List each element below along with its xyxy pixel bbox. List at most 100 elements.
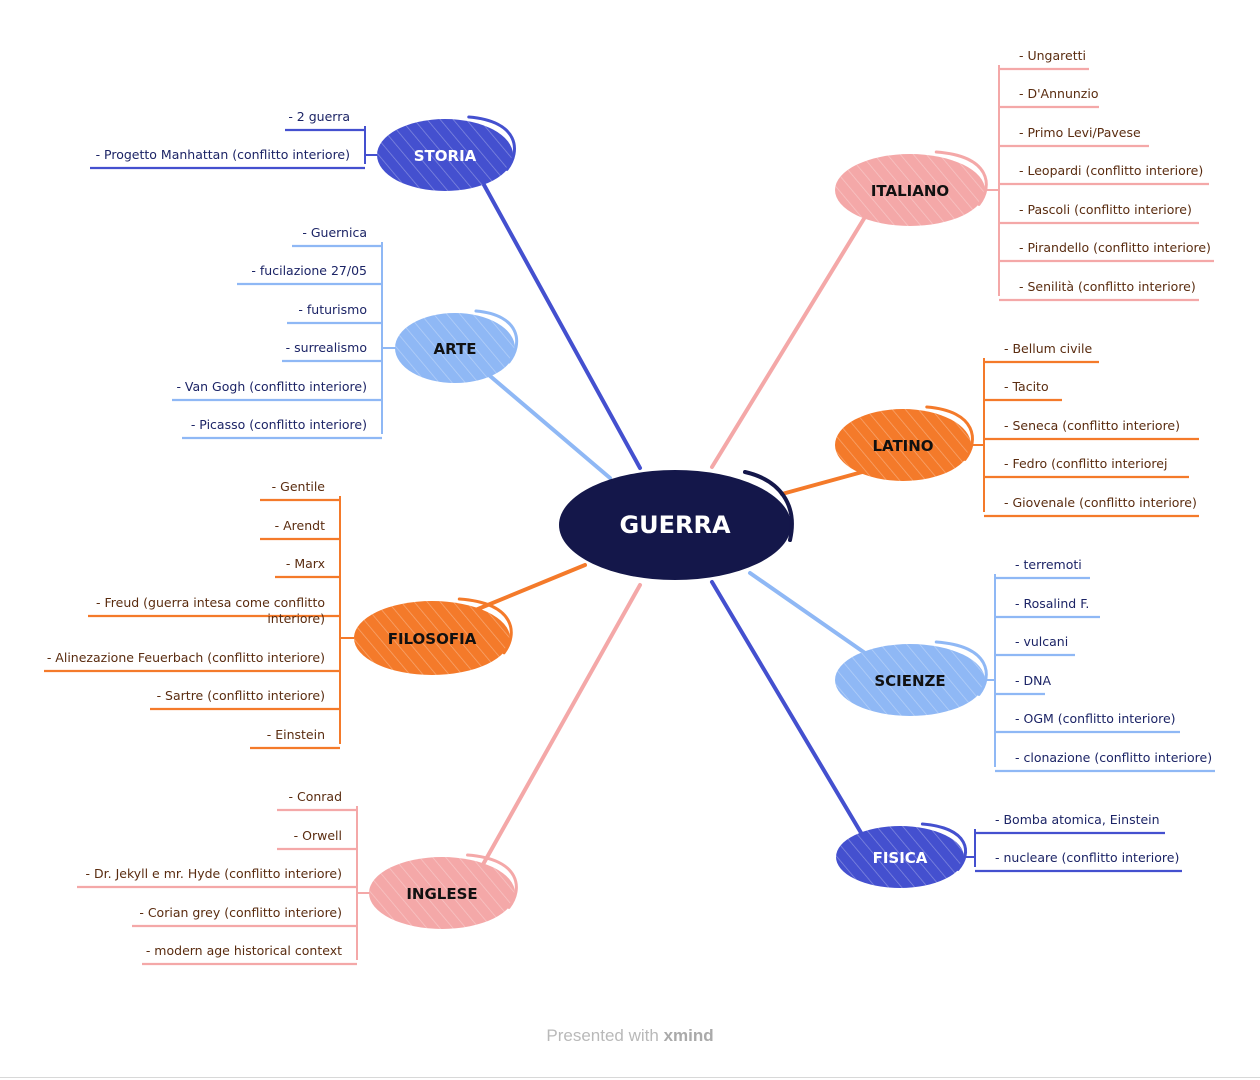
leaf-node[interactable]: - Sartre (conflitto interiore) <box>150 688 340 711</box>
connector-storia <box>480 180 642 470</box>
leaf-label: - Pirandello (conflitto interiore) <box>1019 240 1211 255</box>
topic-fisica[interactable]: FISICA <box>836 822 967 888</box>
leaf-label: - vulcani <box>1015 634 1068 649</box>
topic-label: STORIA <box>414 147 477 165</box>
topic-sketch-stroke <box>467 115 516 171</box>
center-topic-shape <box>559 470 791 580</box>
leaf-node[interactable]: - Alinezazione Feuerbach (conflitto inte… <box>44 650 340 673</box>
leaf-label: - Seneca (conflitto interiore) <box>1004 418 1180 433</box>
leaf-node[interactable]: - Primo Levi/Pavese <box>999 125 1149 148</box>
leaf-label: - nucleare (conflitto interiore) <box>995 850 1179 865</box>
leaf-node[interactable]: - Orwell <box>277 828 357 851</box>
leaf-node[interactable]: - Bomba atomica, Einstein <box>975 812 1165 835</box>
leaf-label: - Senilità (conflitto interiore) <box>1019 279 1196 294</box>
leaf-node[interactable]: - Leopardi (conflitto interiore) <box>999 163 1209 186</box>
leaf-node[interactable]: - modern age historical context <box>142 943 357 966</box>
topic-hatching <box>395 313 515 383</box>
leaf-label: - Sartre (conflitto interiore) <box>157 688 325 703</box>
leaf-node[interactable]: - Tacito <box>984 379 1062 402</box>
leaf-label: - Dr. Jekyll e mr. Hyde (conflitto inter… <box>86 866 342 881</box>
leaf-node[interactable]: - Gentile <box>260 479 340 502</box>
leaf-node[interactable]: - 2 guerra <box>285 109 365 132</box>
topic-sketch-stroke <box>934 150 988 206</box>
leaf-node[interactable]: - OGM (conflitto interiore) <box>995 711 1180 734</box>
leaf-label: - Corian grey (conflitto interiore) <box>139 905 342 920</box>
topic-sketch-stroke <box>920 822 967 871</box>
leaf-node[interactable]: - Seneca (conflitto interiore) <box>984 418 1199 441</box>
center-topic-sketch-stroke <box>743 470 794 542</box>
leaf-node[interactable]: - Ungaretti <box>999 48 1089 71</box>
topic-label: INGLESE <box>406 885 477 903</box>
leaf-node[interactable]: - DNA <box>995 673 1051 696</box>
leaf-label: - Bomba atomica, Einstein <box>995 812 1160 827</box>
leaf-node[interactable]: - fucilazione 27/05 <box>237 263 382 286</box>
leaf-node[interactable]: - Giovenale (conflitto interiore) <box>984 495 1199 518</box>
leaf-node[interactable]: - Progetto Manhattan (conflitto interior… <box>90 147 365 170</box>
topic-hatching <box>354 601 510 675</box>
topic-hatching <box>369 857 515 929</box>
leaves-inglese: - Conrad - Orwell - Dr. Jekyll e mr. Hyde … <box>77 789 369 966</box>
center-topic[interactable]: GUERRA <box>559 470 794 580</box>
leaf-node[interactable]: interiore) <box>267 611 325 626</box>
topic-latino[interactable]: LATINO <box>835 405 974 481</box>
leaf-node[interactable]: - Marx <box>275 556 340 579</box>
topic-scienze[interactable]: SCIENZE <box>835 640 988 716</box>
leaf-label: - Rosalind F. <box>1015 596 1089 611</box>
topic-inglese[interactable]: INGLESE <box>369 853 518 929</box>
leaves-arte: - Guernica - fucilazione 27/05 - futurismo… <box>172 225 398 440</box>
leaf-label: - Marx <box>286 556 325 571</box>
leaf-label: - Leopardi (conflitto interiore) <box>1019 163 1203 178</box>
leaves-filosofia: - Gentile - Arendt - Marx - Freud (guerra i… <box>44 479 354 750</box>
leaf-node[interactable]: - Dr. Jekyll e mr. Hyde (conflitto inter… <box>77 866 357 889</box>
leaf-node[interactable]: - D'Annunzio <box>999 86 1099 109</box>
leaf-node[interactable]: - Conrad <box>277 789 357 812</box>
leaf-label: - futurismo <box>298 302 367 317</box>
topic-storia[interactable]: STORIA <box>377 115 516 191</box>
topic-italiano[interactable]: ITALIANO <box>835 150 988 226</box>
leaf-node[interactable]: - Fedro (conflitto interiorej <box>984 456 1189 479</box>
leaf-label: - D'Annunzio <box>1019 86 1098 101</box>
leaf-node[interactable]: - clonazione (conflitto interiore) <box>995 750 1215 773</box>
leaf-nodes: - 2 guerra - Progetto Manhattan (conflitt… <box>44 48 1215 966</box>
leaf-label: - Conrad <box>288 789 342 804</box>
topic-label: ITALIANO <box>871 182 949 200</box>
topic-sketch-stroke <box>457 597 513 655</box>
topic-arte[interactable]: ARTE <box>395 309 519 383</box>
leaf-node[interactable]: - vulcani <box>995 634 1075 657</box>
topic-sketch-stroke <box>925 405 974 461</box>
leaf-node[interactable]: - surrealismo <box>282 340 382 363</box>
leaf-label: - Alinezazione Feuerbach (conflitto inte… <box>47 650 325 665</box>
topic-filosofia[interactable]: FILOSOFIA <box>354 597 513 675</box>
leaf-node[interactable]: - Pirandello (conflitto interiore) <box>999 240 1214 263</box>
leaf-node[interactable]: - Pascoli (conflitto interiore) <box>999 202 1199 225</box>
leaf-node[interactable]: - futurismo <box>287 302 382 325</box>
leaf-label: - clonazione (conflitto interiore) <box>1015 750 1212 765</box>
leaf-label: - OGM (conflitto interiore) <box>1015 711 1176 726</box>
connector-filosofia <box>472 563 587 613</box>
leaves-fisica: - Bomba atomica, Einstein - nucleare (con… <box>964 812 1182 873</box>
leaf-label: - terremoti <box>1015 557 1082 572</box>
leaf-node[interactable]: - Einstein <box>250 727 340 750</box>
topic-hatching <box>835 644 985 716</box>
leaf-node[interactable]: - Senilità (conflitto interiore) <box>999 279 1199 302</box>
footer: Presented with xmind <box>0 1026 1260 1046</box>
leaf-node[interactable]: - Guernica <box>292 225 382 248</box>
leaf-node[interactable]: - nucleare (conflitto interiore) <box>975 850 1182 873</box>
leaf-node[interactable]: - Corian grey (conflitto interiore) <box>132 905 357 928</box>
connectors <box>472 180 867 868</box>
leaf-node[interactable]: - Freud (guerra intesa come conflitto <box>88 595 340 618</box>
leaf-label: - Gentile <box>272 479 326 494</box>
leaf-label: - Giovenale (conflitto interiore) <box>1004 495 1197 510</box>
leaf-label: - Tacito <box>1004 379 1049 394</box>
leaf-node[interactable]: - Bellum civile <box>984 341 1099 364</box>
leaf-node[interactable]: - Picasso (conflitto interiore) <box>182 417 382 440</box>
leaf-node[interactable]: - Arendt <box>260 518 340 541</box>
topic-hatching <box>835 154 985 226</box>
leaf-node[interactable]: - terremoti <box>995 557 1090 580</box>
leaf-label: - Picasso (conflitto interiore) <box>191 417 367 432</box>
topic-sketch-stroke <box>934 640 988 696</box>
leaf-label: - Pascoli (conflitto interiore) <box>1019 202 1192 217</box>
leaf-node[interactable]: - Van Gogh (conflitto interiore) <box>172 379 382 402</box>
leaf-node[interactable]: - Rosalind F. <box>995 596 1100 619</box>
